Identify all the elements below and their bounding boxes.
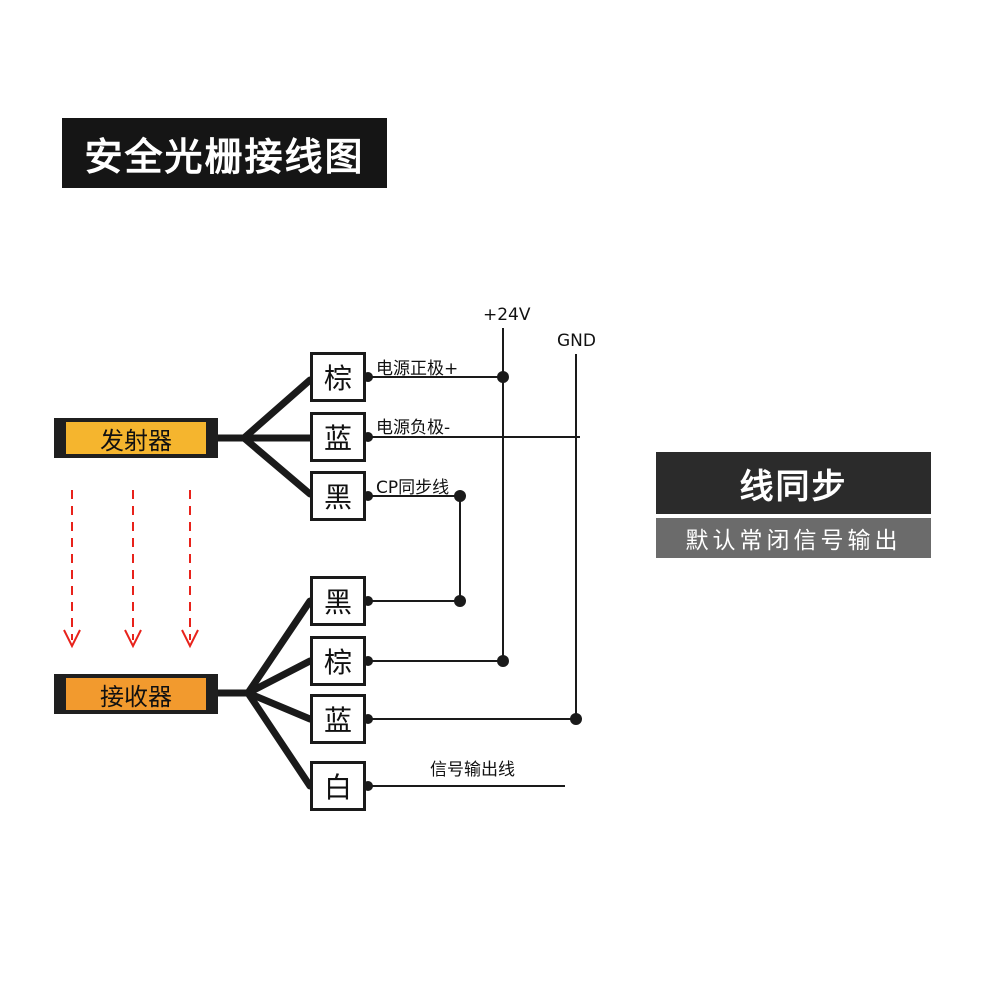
receiver-wire-white: 白 [310,761,366,811]
emitter-bar: 发射器 [54,418,218,458]
rail-label-gnd: GND [557,331,596,351]
receiver-bar: 接收器 [54,674,218,714]
receiver-wire-brown: 棕 [310,636,366,686]
receiver-label: 接收器 [66,678,206,711]
page-title: 安全光栅接线图 [62,118,387,188]
signal-label-output: 信号输出线 [430,760,515,780]
signal-label-cp-sync: CP同步线 [376,478,450,498]
signal-label-power-positive: 电源正极+ [376,359,459,379]
junction-dot [454,595,466,607]
sync-mode-title: 线同步 [656,452,931,514]
beam-arrowhead [124,629,142,649]
emitter-label: 发射器 [66,422,206,455]
junction-dot [497,371,509,383]
junction-dot [497,655,509,667]
receiver-cable-fan [214,597,314,790]
emitter-wire-black: 黑 [310,471,366,521]
emitter-wire-brown: 棕 [310,352,366,402]
beam-arrows [63,490,199,649]
receiver-wire-black: 黑 [310,576,366,626]
signal-label-power-negative: 电源负极- [376,418,451,438]
junction-dot [454,490,466,502]
emitter-cable-fan [214,376,314,498]
emitter-wire-blue: 蓝 [310,412,366,462]
sync-mode-subtitle: 默认常闭信号输出 [656,518,931,558]
receiver-wire-blue: 蓝 [310,694,366,744]
rail-label-24v: +24V [483,305,531,325]
beam-arrowhead [181,629,199,649]
beam-arrowhead [63,629,81,649]
junction-dot [570,713,582,725]
